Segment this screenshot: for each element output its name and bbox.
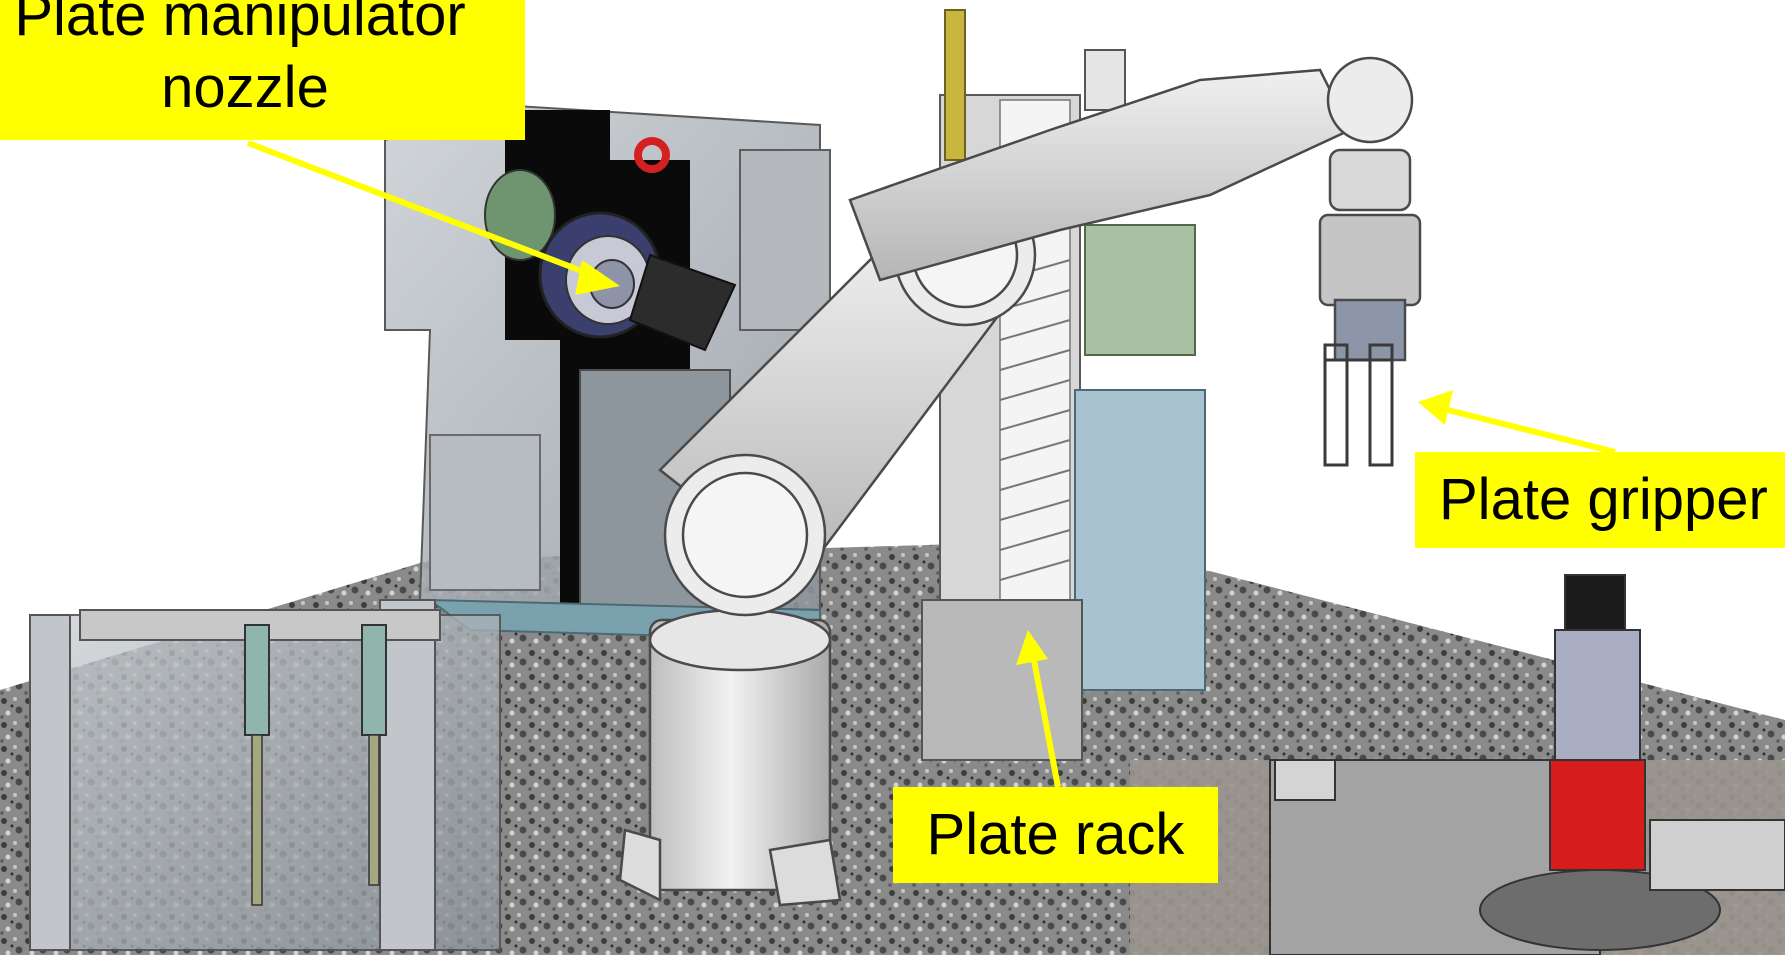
arrow-rack xyxy=(1016,630,1061,788)
label-nozzle-line2: nozzle xyxy=(161,55,329,120)
arrow-nozzle xyxy=(246,140,620,295)
robot-arm xyxy=(618,56,1422,907)
label-gripper-text: Plate gripper xyxy=(1439,467,1768,532)
label-plate-gripper: Plate gripper xyxy=(1415,452,1785,548)
label-rack-text: Plate rack xyxy=(926,802,1185,867)
arrow-gripper xyxy=(1418,390,1616,455)
label-plate-rack: Plate rack xyxy=(893,787,1218,883)
gripper-fingers xyxy=(1323,343,1394,467)
motor-assembly xyxy=(1269,574,1785,955)
label-plate-manipulator-nozzle: Plate manipulator nozzle xyxy=(0,0,525,140)
label-nozzle-line1: Plate manipulator xyxy=(14,0,466,48)
storage-box xyxy=(29,599,501,951)
